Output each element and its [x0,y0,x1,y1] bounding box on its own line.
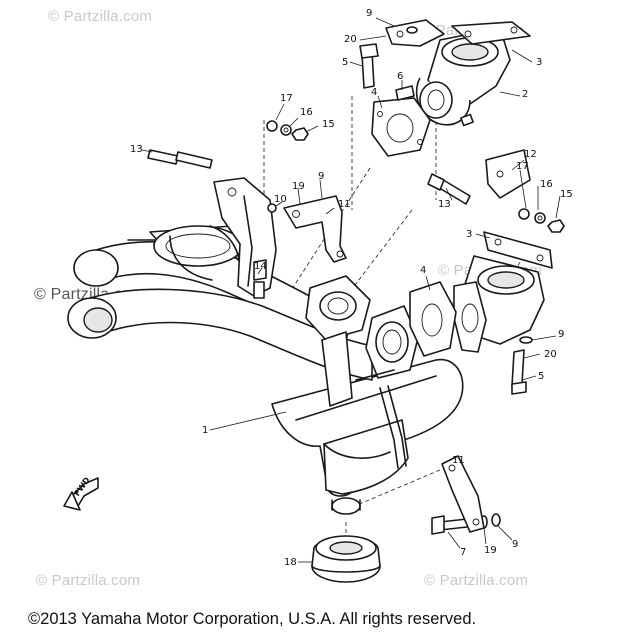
fwd-arrow [63,477,99,511]
gasket-mid [409,281,457,357]
intake-joint-front [453,149,553,353]
callout-16-left: 16 [300,107,313,118]
callout-9-bottom: 9 [512,539,519,550]
callout-11-upper: 11 [338,199,351,210]
callout-3-mid: 3 [466,229,473,240]
bolts [147,43,527,535]
callout-20-top: 20 [344,34,357,45]
watermark-bottom-right: © Partzilla.com [424,572,529,589]
muffler-body [271,358,464,515]
small-bracket [283,195,347,263]
callout-2: 2 [522,89,529,100]
callout-17-left: 17 [280,93,293,104]
callout-19-upper: 19 [292,181,305,192]
callout-9-top: 9 [366,8,373,19]
watermark-top-left: © Partzilla.com [48,8,153,25]
callout-11-muffler: 1 [202,425,209,436]
copyright-notice: ©2013 Yamaha Motor Corporation, U.S.A. A… [28,610,477,628]
callout-20-mid: 20 [544,349,557,360]
callout-4-mid: 4 [420,265,427,276]
intake-joint-rear [385,19,531,127]
callout-5-mid: 5 [538,371,545,382]
callout-5-top: 5 [342,57,349,68]
exhaust-pipes [67,225,419,407]
watermark-bottom-left: © Partzilla.com [36,572,141,589]
callout-13-right: 13 [438,199,451,210]
callout-12: 12 [524,149,537,160]
callout-13-left: 13 [130,144,143,155]
callout-9-upper: 9 [318,171,325,182]
callout-19-bottom: 19 [484,545,497,556]
callout-15-left: 15 [322,119,335,130]
callout-10: 10 [274,194,287,205]
callout-16-right: 16 [540,179,553,190]
gasket-top [371,97,431,157]
rubber-grommet [311,535,381,583]
callout-17-right: 17 [516,161,529,172]
callout-4-top: 4 [371,87,378,98]
callout-3-top: 3 [536,57,543,68]
callout-11-bracket: 11 [452,455,465,466]
callout-9-mid: 9 [558,329,565,340]
callout-14: 14 [254,261,267,272]
callout-15-right: 15 [560,189,573,200]
callout-18: 18 [284,557,297,568]
callout-7: 7 [460,547,467,558]
leader-lines [141,17,561,563]
callout-6: 6 [397,71,404,82]
